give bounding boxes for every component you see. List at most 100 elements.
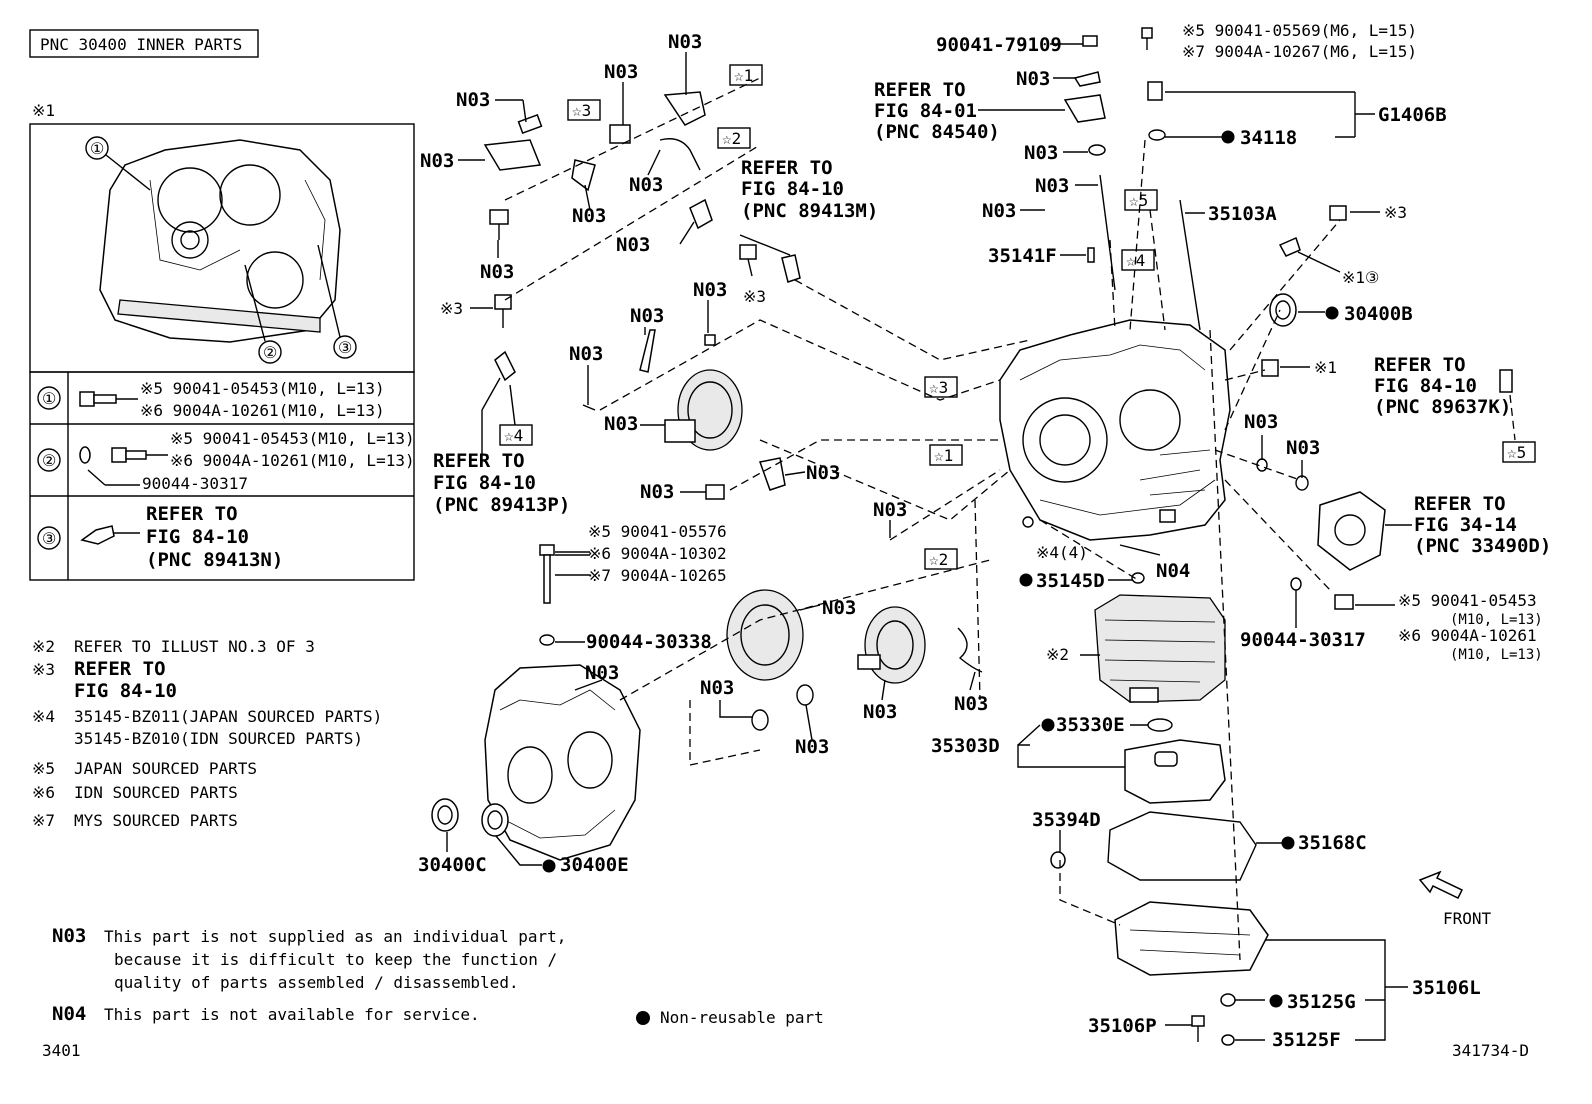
dipstick-tube — [1179, 199, 1201, 331]
o-ring-left — [751, 709, 769, 731]
star-5-top: ☆5 — [1129, 191, 1148, 210]
note1-mark: ※1 — [32, 101, 55, 120]
converter-housing — [484, 664, 641, 861]
part-labels: N03 N03 N03 N03 N03 N03 N03 N03 ※3 ※3 N0… — [418, 21, 1551, 1051]
label-m1-3: ※1③ — [1342, 268, 1379, 287]
label-n03-h: N03 — [480, 261, 514, 283]
label-n03-b: N03 — [604, 61, 638, 83]
note-7-text: MYS SOURCED PARTS — [74, 811, 238, 830]
label-m4-4: ※4(4) — [1036, 543, 1088, 562]
label-n03-a: N03 — [668, 31, 702, 53]
shaft-rod — [1099, 174, 1116, 291]
row3-line2: FIG 84-10 — [146, 526, 249, 548]
oil-pan-gasket — [1107, 811, 1257, 881]
label-n03-s: N03 — [982, 200, 1016, 222]
label-35106p: 35106P — [1088, 1015, 1157, 1037]
star-2-top: ☆2 — [722, 129, 741, 148]
front-arrow-icon: FRONT — [1418, 870, 1492, 928]
row1-line1: ※5 90041-05453(M10, L=13) — [140, 379, 385, 398]
bolt-mid-line1: ※5 90041-05576 — [588, 522, 727, 541]
label-n03-m: N03 — [640, 481, 674, 503]
label-n03-q: N03 — [1024, 142, 1058, 164]
label-90044-30317: 90044-30317 — [1240, 629, 1366, 651]
inset-callout-3: ③ — [338, 338, 352, 357]
legend-n03-line1: This part is not supplied as an individu… — [104, 927, 566, 946]
refer-33490d-1: REFER TO — [1414, 493, 1506, 515]
label-n03-d: N03 — [420, 150, 454, 172]
inset-table: ① ※5 90041-05453(M10, L=13) ※6 9004A-102… — [29, 371, 415, 581]
label-35303d: 35303D — [931, 735, 1000, 757]
refer-89413p-1: REFER TO — [433, 450, 525, 472]
shift-lever — [1063, 94, 1106, 123]
bolt-top-line2: ※7 9004A-10267(M6, L=15) — [1182, 42, 1417, 61]
refer-89413m-3: (PNC 89413M) — [741, 200, 878, 222]
label-m1-right: ※1 — [1314, 358, 1337, 377]
label-g1406b: G1406B — [1378, 104, 1447, 126]
label-35145d: 35145D — [1036, 570, 1105, 592]
label-n03-y: N03 — [795, 736, 829, 758]
bolt-right-line3: ※6 9004A-10261 — [1398, 626, 1537, 645]
star-3-top: ☆3 — [572, 101, 591, 120]
oil-strainer — [1124, 739, 1226, 804]
star-markers: ☆1 ☆3 ☆2 ☆4 ☆3 ☆1 ☆2 ☆5 ☆4 ☆5 — [499, 64, 1536, 570]
differential-gear-upper — [664, 369, 743, 451]
label-35330e: 35330E — [1056, 714, 1125, 736]
label-n03-f: N03 — [629, 174, 663, 196]
bolt-long-icon — [539, 544, 555, 556]
label-35106l: 35106L — [1412, 977, 1481, 999]
label-30400c: 30400C — [418, 854, 487, 876]
label-n03-j: N03 — [630, 305, 664, 327]
nut-90041-79109 — [1082, 35, 1098, 47]
note-3-text: REFER TO — [74, 658, 166, 680]
label-n03-e: N03 — [572, 205, 606, 227]
label-n03-x: N03 — [700, 677, 734, 699]
label-m2: ※2 — [1046, 645, 1069, 664]
inset-callout-1: ① — [90, 139, 104, 158]
speed-sensor-89637k — [1499, 369, 1513, 393]
label-n03-c: N03 — [456, 89, 490, 111]
refer-89637k-2: FIG 84-10 — [1374, 375, 1477, 397]
legend-n04-code: N04 — [52, 1003, 86, 1025]
oil-pump-cover — [1317, 491, 1386, 571]
bolt-right-line2: (M10, L=13) — [1450, 612, 1543, 628]
label-34118: 34118 — [1240, 127, 1297, 149]
row3-num: ③ — [42, 529, 56, 548]
label-90044-30338: 90044-30338 — [586, 631, 712, 653]
sensor-89413p — [494, 350, 516, 382]
refer-89413m-2: FIG 84-10 — [741, 178, 844, 200]
refer-33490d-2: FIG 34-14 — [1414, 514, 1517, 536]
row2-line3: 90044-30317 — [142, 474, 248, 493]
refer-89413p-2: FIG 84-10 — [433, 472, 536, 494]
leader-lines — [446, 43, 1412, 1041]
sensor-89413m — [781, 254, 801, 283]
label-n03-i: N03 — [693, 279, 727, 301]
star-5-right: ☆5 — [1507, 443, 1526, 462]
label-n03-u: N03 — [1286, 437, 1320, 459]
legend-nonreusable: Non-reusable part — [660, 1008, 824, 1027]
bolt-m3-top-icon — [1329, 205, 1347, 221]
note-7-mark: ※7 — [32, 811, 55, 830]
o-ring-right — [796, 684, 814, 706]
differential-gear-lower — [726, 589, 804, 681]
nonreusable-dot-icon — [636, 1011, 650, 1025]
bolt-right-line4: (M10, L=13) — [1450, 647, 1543, 663]
refer-89637k-1: REFER TO — [1374, 354, 1466, 376]
refer-89413p-3: (PNC 89413P) — [433, 494, 570, 516]
note-6-mark: ※6 — [32, 783, 55, 802]
row3-line3: (PNC 89413N) — [146, 549, 283, 571]
bolt-right-icon — [1334, 594, 1354, 610]
legend-n03-line2: because it is difficult to keep the func… — [114, 950, 557, 969]
oil-seal-30400e — [481, 803, 509, 837]
legend-n04-text: This part is not available for service. — [104, 1005, 480, 1024]
star-1-mid: ☆1 — [934, 446, 953, 465]
label-90041-79109: 90041-79109 — [936, 34, 1062, 56]
assembly-lines — [504, 77, 1516, 961]
label-35141f: 35141F — [988, 245, 1057, 267]
notes-list: ※2 REFER TO ILLUST NO.3 OF 3 ※3 REFER TO… — [32, 637, 382, 830]
valve-body — [1094, 594, 1226, 703]
nonreusable-dots — [542, 130, 1339, 1008]
oil-pan — [1114, 901, 1269, 976]
oil-seal-30400c — [431, 798, 459, 832]
label-35394d: 35394D — [1032, 809, 1101, 831]
